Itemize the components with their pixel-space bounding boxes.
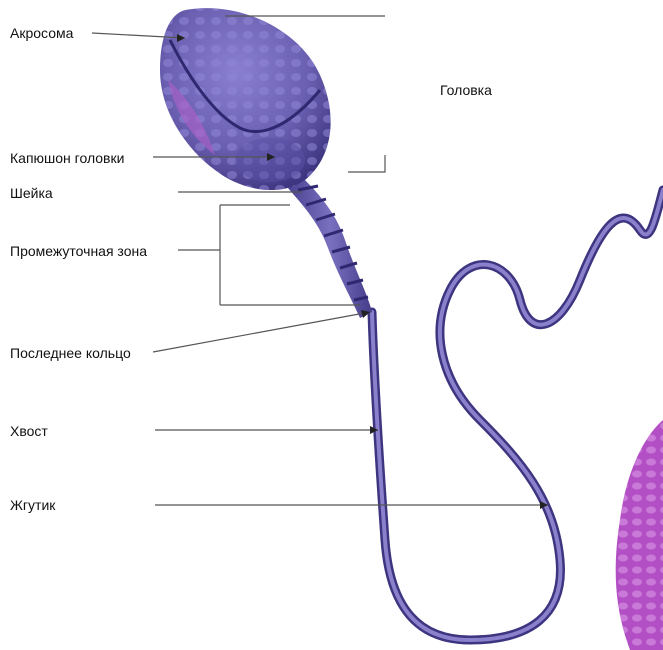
label-head-cap: Капюшон головки	[10, 150, 124, 166]
label-neck: Шейка	[10, 185, 53, 201]
neighbor-cell	[616, 420, 663, 650]
label-middle-piece: Промежуточная зона	[10, 243, 147, 259]
sperm-head	[160, 8, 331, 190]
label-acrosome: Акросома	[10, 25, 73, 41]
leader-head-bottom	[348, 155, 385, 172]
middle-piece	[288, 175, 372, 318]
leader-last-ring	[153, 312, 370, 352]
label-head: Головка	[440, 82, 492, 98]
label-flagellum: Жгутик	[10, 497, 55, 513]
label-last-ring: Последнее кольцо	[10, 345, 131, 361]
label-tail: Хвост	[10, 423, 48, 439]
